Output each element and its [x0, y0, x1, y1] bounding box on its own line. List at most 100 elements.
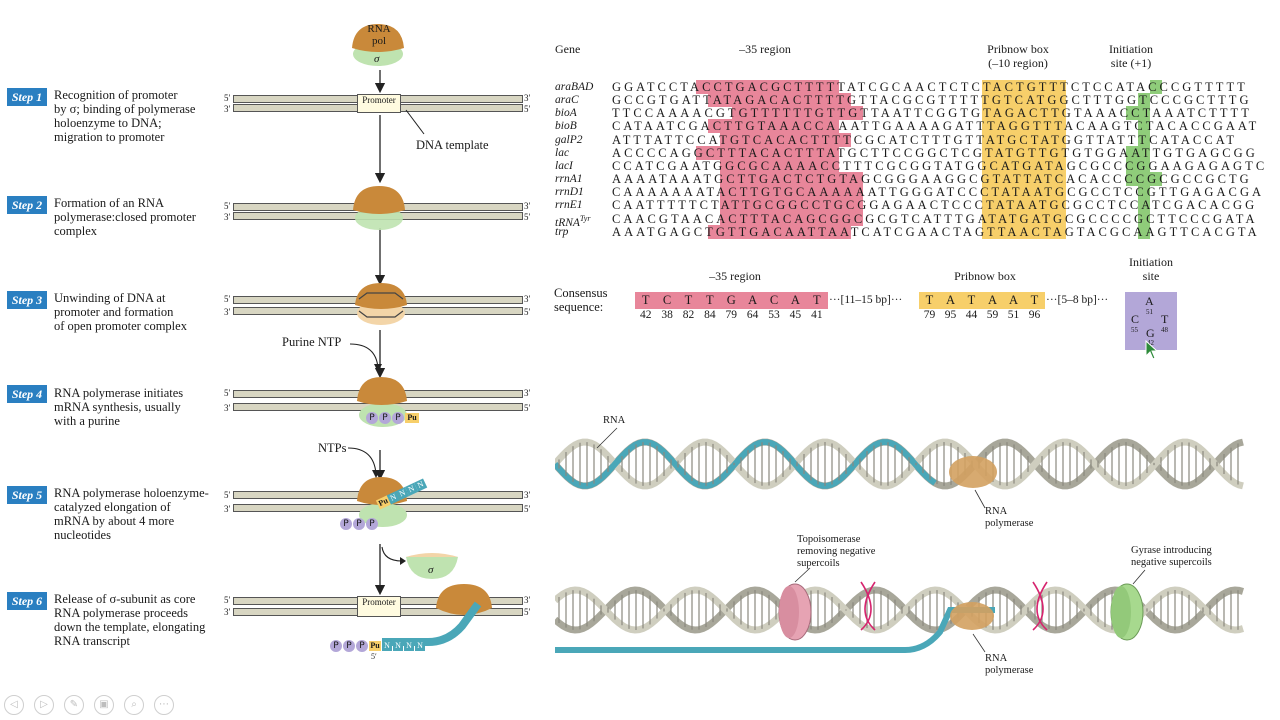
consensus-pribnow-box: [919, 292, 1045, 309]
highlight-green: [1149, 80, 1162, 94]
step-3-line: Unwinding of DNA at: [54, 291, 166, 305]
zoom-icon[interactable]: ⌕: [124, 695, 144, 715]
pppu-step4: P P P Pu: [366, 412, 419, 424]
more-options-icon[interactable]: ⋯: [154, 695, 174, 715]
consensus-cell: A: [945, 293, 956, 307]
sequence-bases: ACCCCAGGCTTTACACTTTATGCTTCCGGCTCGTATGTTG…: [612, 145, 1258, 160]
init-g-num: 42: [1147, 339, 1154, 347]
pppu-step5: P P P: [340, 518, 378, 530]
consensus-cell: C: [769, 293, 779, 307]
label-pointers: [596, 427, 1146, 653]
purine-ntp-label: Purine NTP: [282, 335, 342, 349]
topoisomerase-icon: [778, 583, 812, 641]
consensus-cell: 64: [746, 309, 759, 321]
step-6-line: RNA transcript: [54, 634, 131, 648]
strand-3-label: 3′: [524, 595, 531, 605]
step-5-line: catalyzed elongation of: [54, 500, 171, 514]
ntps-label: NTPs: [318, 441, 347, 455]
highlight-green: [1125, 172, 1162, 187]
consensus-cell: 95: [944, 309, 957, 321]
gene-name: araC: [555, 94, 579, 107]
next-slide-icon[interactable]: ▷: [34, 695, 54, 715]
rna-polymerase-holoenzyme-icon: [352, 24, 404, 66]
gene-name: trp: [555, 225, 569, 238]
highlight-pink: [731, 106, 863, 121]
gyrase-label-line: negative supercoils: [1131, 557, 1212, 568]
step-5-line: nucleotides: [54, 528, 111, 542]
transcription-helix-diagram: [555, 427, 1245, 653]
rnap-label-top: RNA polymerase: [985, 506, 1033, 530]
init-c: C: [1131, 312, 1140, 326]
highlight-pink: [719, 132, 851, 147]
rna-pol-label-1: RNA: [367, 23, 391, 35]
consensus-cell: 41: [811, 309, 823, 321]
consensus-cell: 84: [704, 309, 716, 321]
nucleotide-block: N: [404, 641, 414, 651]
init-t: T: [1161, 312, 1169, 326]
previous-slide-icon[interactable]: ◁: [4, 695, 24, 715]
sigma-release-arrow: [381, 546, 406, 565]
step-5-line: RNA polymerase holoenzyme-: [54, 486, 209, 500]
slides-grid-icon[interactable]: ▣: [94, 695, 114, 715]
phosphate-icon: P: [366, 412, 378, 424]
step-2-line: Formation of an RNA: [54, 196, 165, 210]
step-6-line: Release of σ-subunit as core: [54, 592, 196, 606]
consensus-init-box: A 51 C 55 T 48 G 42: [1125, 292, 1177, 350]
sequence-bases: GGATCCTACCTGACGCTTTTTATCGCAACTCTCTACTGTT…: [612, 80, 1248, 94]
rna-transcript-lower: [555, 607, 995, 653]
strand-5-label: 5′: [224, 388, 231, 398]
rna-label: RNA: [603, 415, 626, 426]
strand-3-label: 3′: [224, 307, 231, 317]
init-g: G: [1146, 326, 1155, 340]
pen-icon[interactable]: ✎: [64, 695, 84, 715]
init-t-num: 48: [1161, 326, 1168, 334]
purine-block: Pu: [369, 641, 381, 651]
highlight-yellow: [982, 93, 1067, 108]
dna-template-pointer: [405, 109, 425, 135]
purine-block: Pu: [405, 413, 419, 423]
step-1-line: by σ; binding of polymerase: [54, 102, 196, 116]
consensus-cell: T: [967, 293, 976, 307]
strand-3-label: 3′: [224, 104, 231, 114]
step-6-line: down the template, elongating: [54, 620, 206, 634]
init-a-num: 51: [1146, 308, 1153, 316]
step-3-badge: Step 3: [7, 291, 47, 309]
highlight-yellow: [982, 158, 1067, 173]
minus35-header: –35 region: [739, 42, 791, 56]
strand-5-label: 5′: [371, 652, 377, 661]
strand-5-label: 5′: [224, 93, 231, 103]
rna-polymerase-bottom-icon: [950, 602, 994, 630]
gene-superscript: Tyr: [579, 213, 591, 223]
step-4-line: with a purine: [54, 414, 120, 428]
rnap-label-line: RNA: [985, 653, 1008, 664]
consensus-cell: A: [748, 293, 758, 307]
consensus-init-title: Initiation site: [1120, 255, 1182, 283]
consensus-cell: 82: [682, 309, 695, 321]
purine-ntp-arrow: [350, 343, 382, 372]
strand-3-label: 3′: [224, 607, 231, 617]
step-3-text: Unwinding of DNA at promoter and formati…: [54, 291, 224, 333]
consensus-cell: 51: [1007, 309, 1020, 321]
strand-5-label: 5′: [524, 607, 531, 617]
consensus-cell: 44: [965, 309, 978, 321]
dna-template-label: DNA template: [416, 138, 489, 152]
strand-3-label: 3′: [524, 490, 531, 500]
gyrase-label-line: Gyrase introducing: [1131, 545, 1212, 556]
initiation-header: Initiation site (+1): [1096, 42, 1166, 70]
step-6-text: Release of σ-subunit as core RNA polymer…: [54, 592, 224, 648]
step-2-badge: Step 2: [7, 196, 47, 214]
highlight-yellow: [982, 224, 1067, 239]
gene-name: tRNATyr: [555, 213, 591, 229]
highlight-pink: [707, 119, 840, 134]
gene-name: bioB: [555, 120, 577, 133]
topoisomerase-label: Topoisomerase removing negative supercoi…: [797, 534, 875, 570]
gene-name: bioA: [555, 107, 577, 120]
step-5-badge: Step 5: [7, 486, 47, 504]
strand-5-label: 5′: [224, 595, 231, 605]
step-4-badge: Step 4: [7, 385, 47, 403]
consensus-label-line: Consensus: [554, 286, 608, 300]
